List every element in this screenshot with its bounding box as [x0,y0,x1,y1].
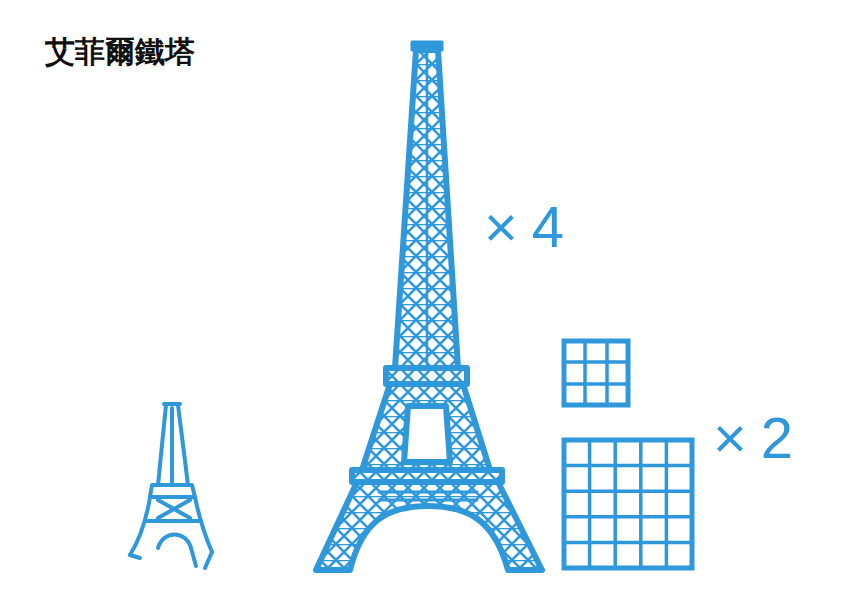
grid-5x5 [564,440,692,568]
small-tower-sketch [130,404,212,568]
grid-3x3 [564,341,628,405]
diagram-title: 艾菲爾鐵塔 [45,37,195,67]
multiplier-label: ×2 [713,409,807,467]
large-tower [316,42,542,570]
multiplier-label: ×4 [484,198,578,256]
